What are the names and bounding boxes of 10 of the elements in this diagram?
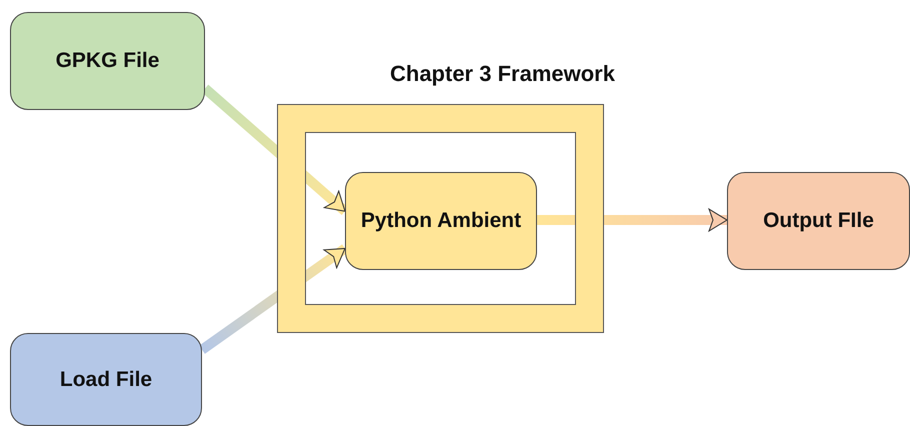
frame-title: Chapter 3 Framework bbox=[390, 60, 615, 88]
process-box bbox=[10, 333, 202, 426]
process-box bbox=[345, 172, 537, 270]
process-box bbox=[727, 172, 910, 270]
process-box bbox=[10, 12, 205, 110]
box-label: Python Ambient bbox=[360, 208, 522, 234]
block-arrow bbox=[537, 208, 728, 232]
box-label: Load File bbox=[58, 366, 154, 393]
box-label: GPKG File bbox=[54, 48, 160, 74]
box-label: Output FIle bbox=[762, 208, 875, 234]
